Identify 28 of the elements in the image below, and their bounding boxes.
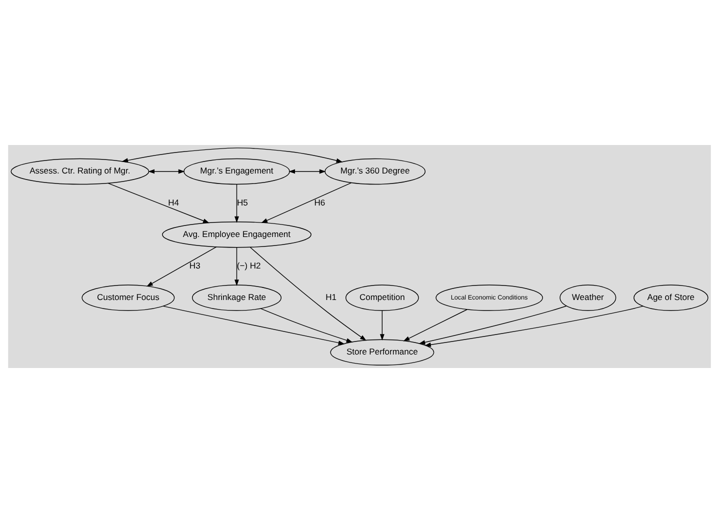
arrow [418, 305, 567, 344]
node-ellipse: Customer Focus [82, 284, 175, 310]
arrow [261, 182, 352, 223]
node-ellipse: Weather [560, 284, 616, 310]
node-ellipse: Shrinkage Rate [192, 284, 282, 310]
arrow [122, 147, 343, 162]
node-ellipse: Competition [346, 284, 419, 310]
arrow [260, 308, 353, 342]
arrow [162, 305, 345, 344]
arrow [380, 310, 384, 340]
arrow [424, 305, 644, 346]
node-ellipse: Mgr.’s Engagement [184, 158, 290, 184]
edge-label: H5 [236, 196, 248, 207]
edge-label: (−) H2 [236, 260, 261, 270]
edge-label: H1 [326, 291, 337, 302]
arrow [146, 246, 217, 286]
edge-label: H6 [314, 196, 326, 207]
node-ellipse: Avg. Employee Engagement [162, 221, 312, 248]
arrow [234, 184, 239, 222]
arrow [108, 182, 210, 223]
node-ellipse: Age of Store [634, 284, 708, 310]
arrow [234, 246, 239, 286]
arrow [288, 168, 326, 174]
edge-label: H3 [189, 260, 200, 270]
arrow [148, 168, 185, 174]
arrow [403, 308, 468, 341]
arrow [250, 246, 366, 340]
edge-label: H4 [168, 196, 180, 207]
